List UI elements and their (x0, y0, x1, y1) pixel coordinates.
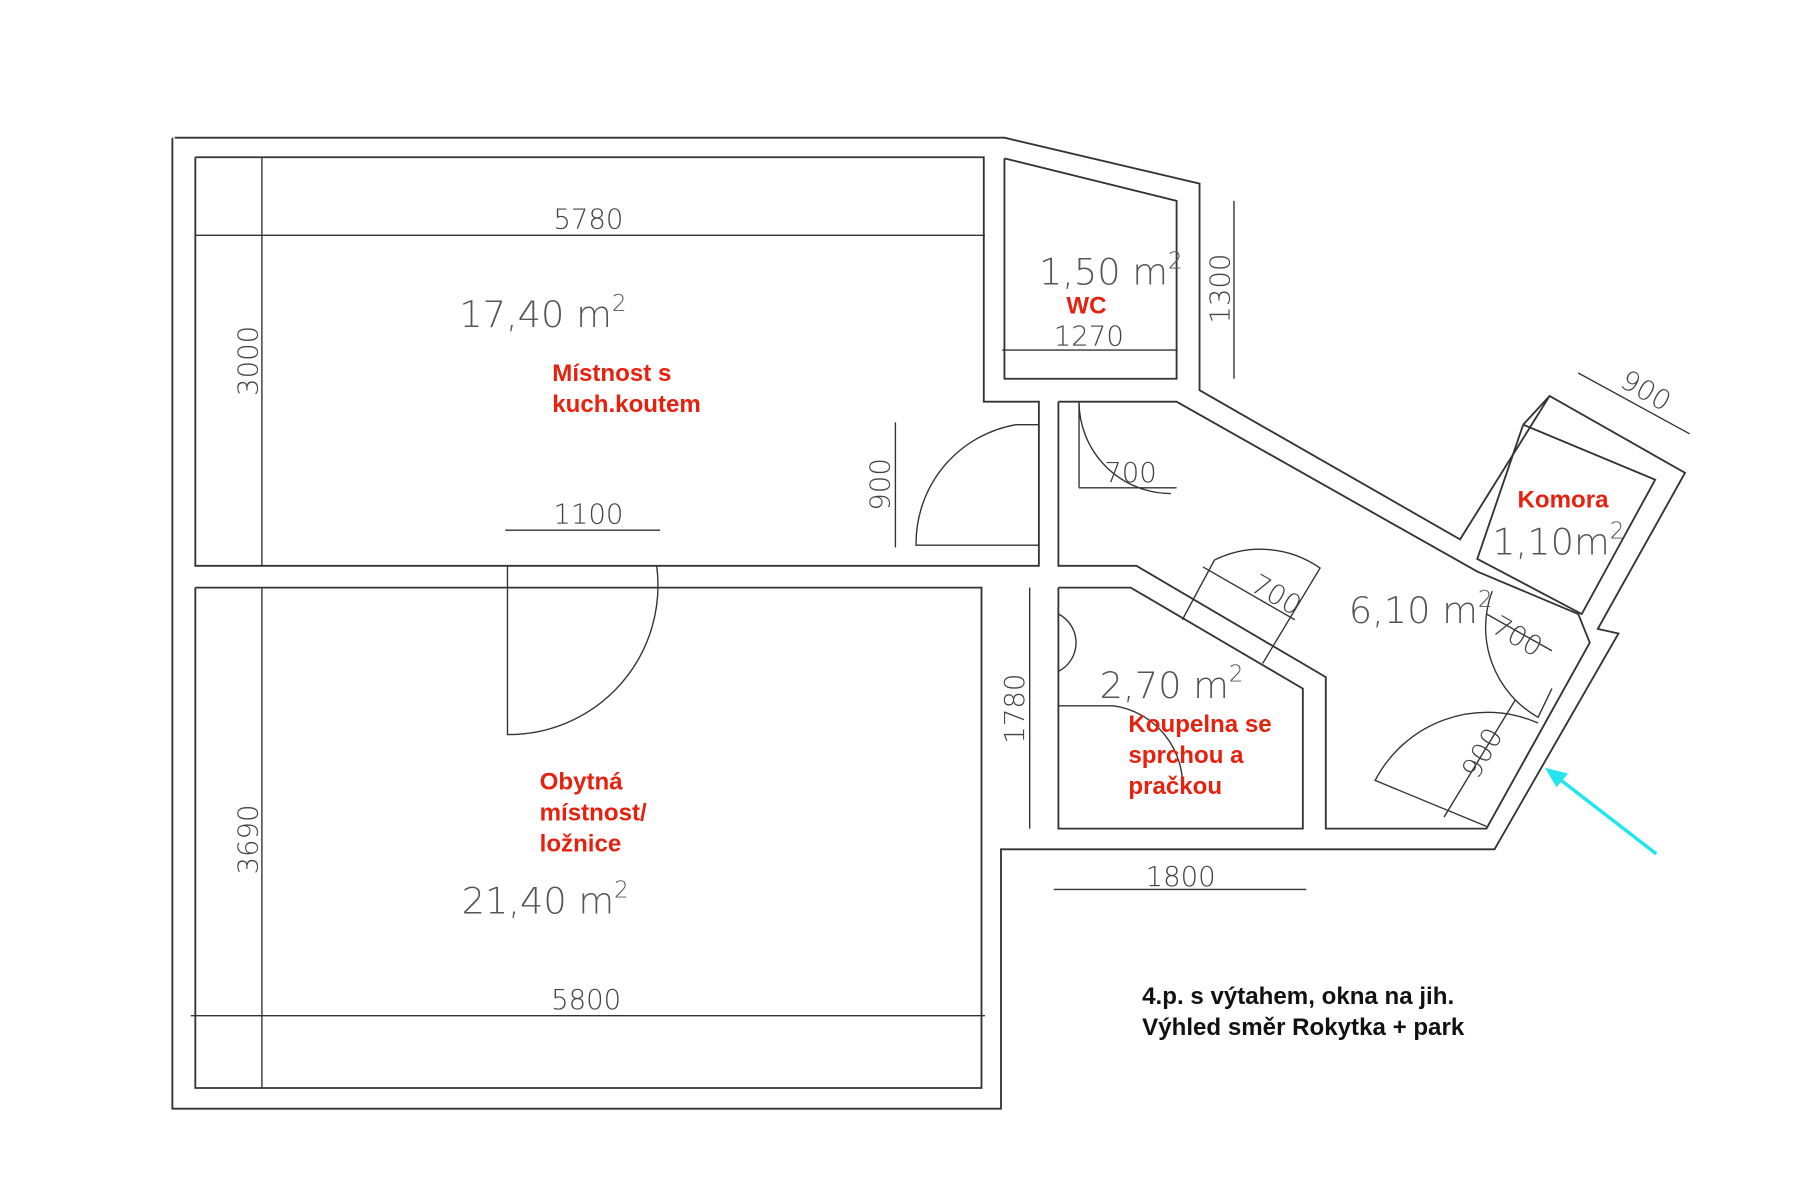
dim-bath-depth: 1780 (999, 674, 1031, 744)
dim-door-entrance: 900 (1456, 722, 1510, 784)
door-kitchen (915, 423, 1039, 546)
dim-wc-depth: 1300 (1204, 254, 1236, 324)
bathroom-label-3: pračkou (1128, 773, 1222, 800)
kitchen-walls (194, 156, 1040, 567)
bathroom-label: Koupelna se (1128, 711, 1271, 738)
dim-kitchen-depth: 3000 (232, 326, 264, 396)
hall-area: 6,10 m2 (1349, 587, 1493, 632)
bedroom-label-3: ložnice (540, 831, 622, 858)
dim-door-storage: 700 (1486, 610, 1548, 664)
kitchen-label-2: kuch.koutem (552, 391, 701, 418)
dim-bedroom-width: 5800 (551, 984, 621, 1016)
wc-area: 1,50 m2 (1039, 249, 1183, 294)
bathroom-area: 2,70 m2 (1100, 662, 1244, 707)
bath-fixture (1058, 705, 1184, 792)
dim-door-bath: 700 (1245, 568, 1307, 622)
bathroom-walls (1057, 586, 1304, 830)
storage-walls (1476, 423, 1657, 616)
wc-label: WC (1066, 292, 1106, 319)
kitchen-label: Místnost s (552, 360, 671, 387)
dim-bath-width: 1800 (1146, 861, 1216, 893)
dim-wc-width: 1270 (1054, 320, 1124, 352)
note-line-1: 4.p. s výtahem, okna na jih. (1142, 983, 1454, 1010)
door-entrance (1374, 711, 1539, 827)
storage-label: Komora (1517, 486, 1609, 513)
door-storage (1484, 590, 1553, 719)
wall (1522, 395, 1551, 426)
bedroom-label-2: místnost/ (540, 800, 647, 827)
bedroom-label: Obytná (540, 769, 624, 796)
dimension-lines (190, 157, 1690, 1089)
bedroom-area: 21,40 m2 (462, 877, 629, 922)
door-bath (1181, 548, 1321, 664)
hall-walls (1057, 400, 1591, 830)
dim-door-wc: 700 (1104, 457, 1157, 489)
door-bedroom (506, 565, 659, 736)
dim-kitchen-width: 5780 (553, 203, 623, 235)
storage-area: 1,10m2 (1492, 518, 1624, 563)
wc-walls (1003, 157, 1178, 380)
dim-door-kitchen: 900 (865, 458, 897, 511)
arrow-up-left-icon (1544, 767, 1658, 856)
note-line-2: Výhled směr Rokytka + park (1142, 1014, 1465, 1041)
bedroom-walls (194, 586, 983, 1089)
dim-door-bedroom: 1100 (553, 498, 623, 530)
outer-wall (171, 136, 1687, 1110)
dim-bedroom-depth: 3690 (232, 804, 264, 874)
door-wc (1078, 401, 1171, 495)
kitchen-area: 17,40 m2 (459, 291, 626, 336)
shower (1058, 613, 1077, 673)
bathroom-label-2: sprchou a (1128, 742, 1244, 769)
